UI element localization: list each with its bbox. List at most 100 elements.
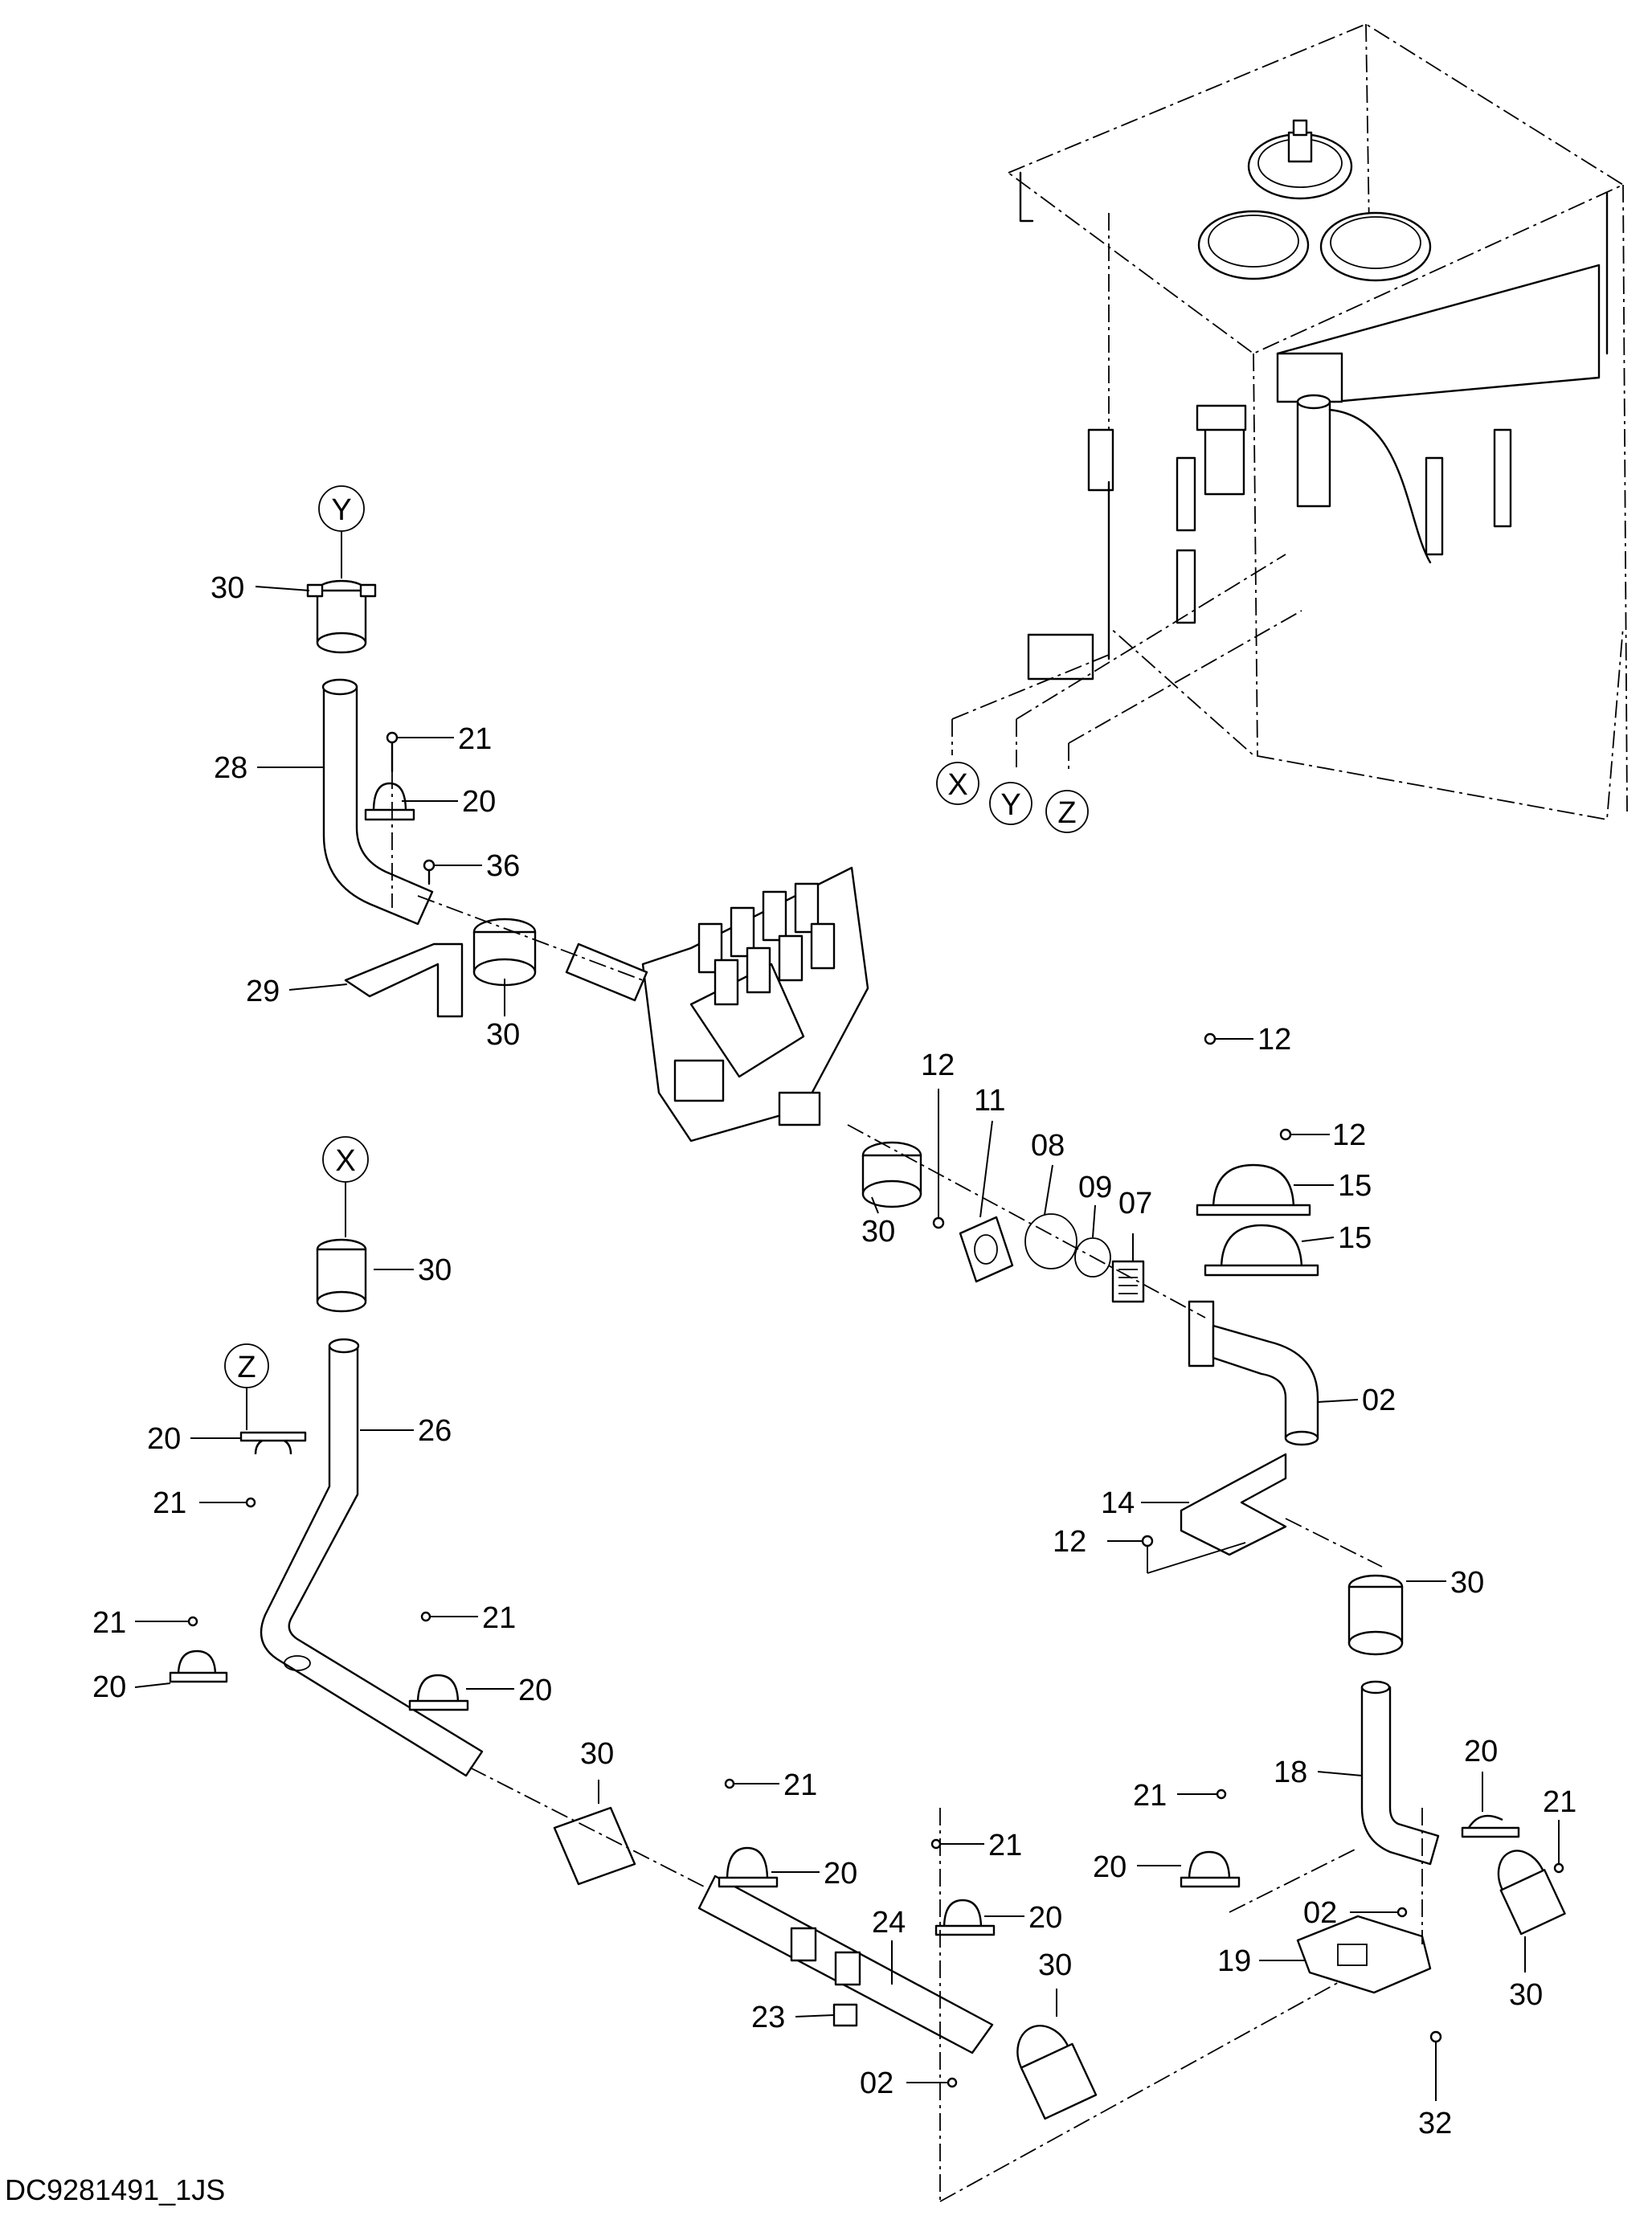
lower-pipe-assembly	[169, 1238, 1423, 2202]
tank-cover-top	[1247, 119, 1353, 200]
callout-07: 02	[1362, 1384, 1396, 1417]
callout-32: 30	[486, 1018, 520, 1052]
clamp-15-b	[1204, 1224, 1319, 1277]
valve-inlet-pipe	[565, 942, 648, 1002]
callout-12: 12	[1257, 1023, 1291, 1057]
clamp-20-right-b	[1180, 1850, 1241, 1888]
clamp-32-mid	[861, 1141, 922, 1208]
callout-21: 21	[482, 1601, 516, 1635]
pipe-clamp-32-x	[316, 1238, 367, 1313]
elbow-07	[1188, 1300, 1319, 1446]
callout-02: 02	[1303, 1896, 1337, 1930]
callout-32: 30	[580, 1737, 614, 1771]
clamp-20-left	[169, 1650, 228, 1683]
callout-21: 21	[988, 1829, 1022, 1862]
clamp-20-mid	[408, 1674, 469, 1711]
callout-21: 21	[783, 1768, 817, 1802]
plug-24	[832, 2003, 858, 2027]
pipe-clamp-32-right-top	[1347, 1574, 1404, 1656]
callout-20: 20	[518, 1674, 552, 1707]
callout-10: 09	[1078, 1171, 1112, 1204]
callout-32: 30	[1038, 1948, 1072, 1982]
upper-pipe-assembly	[306, 579, 648, 1018]
callout-28: 28	[214, 751, 247, 785]
callout-21: 21	[92, 1606, 126, 1640]
svg-text:X: X	[335, 1144, 355, 1178]
callout-20: 20	[824, 1857, 857, 1891]
clamp-20-lower-a	[718, 1846, 779, 1888]
hydraulic-tank-assembly	[1007, 22, 1628, 821]
callout-15: 15	[1338, 1221, 1372, 1255]
callout-20: 20	[147, 1422, 181, 1456]
bolt-12-a	[1204, 1032, 1217, 1045]
tank-cover-left	[1197, 210, 1310, 280]
tank-cover-right	[1319, 211, 1432, 282]
callout-20: 20	[462, 785, 496, 819]
right-lower-pipe-assembly	[1180, 1574, 1566, 2043]
bolt-30	[1429, 2030, 1442, 2043]
valve-spools	[697, 882, 836, 1006]
callout-20: 20	[1028, 1901, 1062, 1935]
callout-29: 29	[246, 975, 280, 1008]
bolt-12-d	[1141, 1535, 1154, 1547]
ref-x-tank: X	[936, 762, 979, 805]
bolt-21-upper	[386, 731, 399, 773]
callout-20: 20	[1464, 1735, 1498, 1768]
callout-labels: 30 28 21 20 36 29 30 12 15 12 15 12 11 0…	[92, 571, 1576, 2140]
oring-10	[1074, 1237, 1111, 1278]
flange-11	[959, 1216, 1014, 1283]
callout-21: 21	[1543, 1785, 1576, 1819]
pipe-26	[260, 1338, 484, 1777]
clamp-20-right-a	[1461, 1814, 1520, 1838]
diagram-code: DC9281491_1JS	[5, 2173, 226, 2206]
svg-text:X: X	[947, 768, 967, 802]
callout-32: 30	[861, 1215, 895, 1249]
callout-24: 23	[751, 2001, 785, 2034]
callout-20: 20	[92, 1670, 126, 1704]
return-filter-housing	[1276, 352, 1343, 508]
control-valve	[641, 866, 869, 1143]
clamp-15-a	[1196, 1163, 1311, 1216]
callout-02: 02	[860, 2067, 893, 2100]
ref-y-tank: Y	[989, 782, 1032, 825]
callout-12: 12	[921, 1049, 955, 1082]
clamp-20-lower-b	[934, 1899, 996, 1936]
oring-09	[1024, 1213, 1077, 1269]
pipe-18	[1360, 1680, 1440, 1866]
bolt-12-b	[1279, 1128, 1292, 1141]
bolt-36	[423, 859, 435, 885]
bracket-14	[1180, 1453, 1287, 1556]
callout-15: 15	[1338, 1169, 1372, 1203]
callout-19: 19	[1217, 1944, 1251, 1978]
bracket-29	[344, 942, 464, 1018]
callout-26: 26	[418, 1414, 452, 1448]
pipe-23	[697, 1874, 994, 2054]
callout-11: 11	[974, 1084, 1005, 1118]
pipe-clamp-32-bottom	[1016, 2025, 1098, 2120]
callout-09: 08	[1031, 1129, 1065, 1163]
svg-text:Z: Z	[237, 1351, 256, 1384]
callout-18: 18	[1274, 1756, 1307, 1789]
callout-30: 32	[1418, 2107, 1452, 2140]
callout-20: 20	[1093, 1850, 1127, 1884]
pipe-clamp-y-top	[306, 579, 377, 654]
ref-x-pipe: X	[322, 1136, 369, 1237]
pipe-clamp-32-low	[553, 1806, 636, 1886]
callout-32: 30	[1450, 1566, 1484, 1600]
clamp-20-upper	[364, 782, 415, 821]
callout-32: 30	[1509, 1978, 1543, 2012]
bracket-19	[1296, 1915, 1432, 1994]
pipe-clamp-32-upper	[472, 918, 537, 987]
ref-y-pipe: Y	[318, 485, 365, 578]
callout-14: 14	[1101, 1486, 1135, 1520]
tank-side-fittings	[1027, 404, 1512, 681]
svg-text:Y: Y	[331, 493, 351, 527]
callout-21: 21	[458, 722, 492, 756]
bolt-12-c	[932, 1216, 945, 1229]
callout-23: 24	[872, 1906, 906, 1940]
callout-36: 36	[486, 849, 520, 883]
ref-z-tank: Z	[1045, 790, 1089, 833]
reference-leaders	[951, 554, 1302, 771]
svg-text:Y: Y	[1000, 788, 1020, 822]
